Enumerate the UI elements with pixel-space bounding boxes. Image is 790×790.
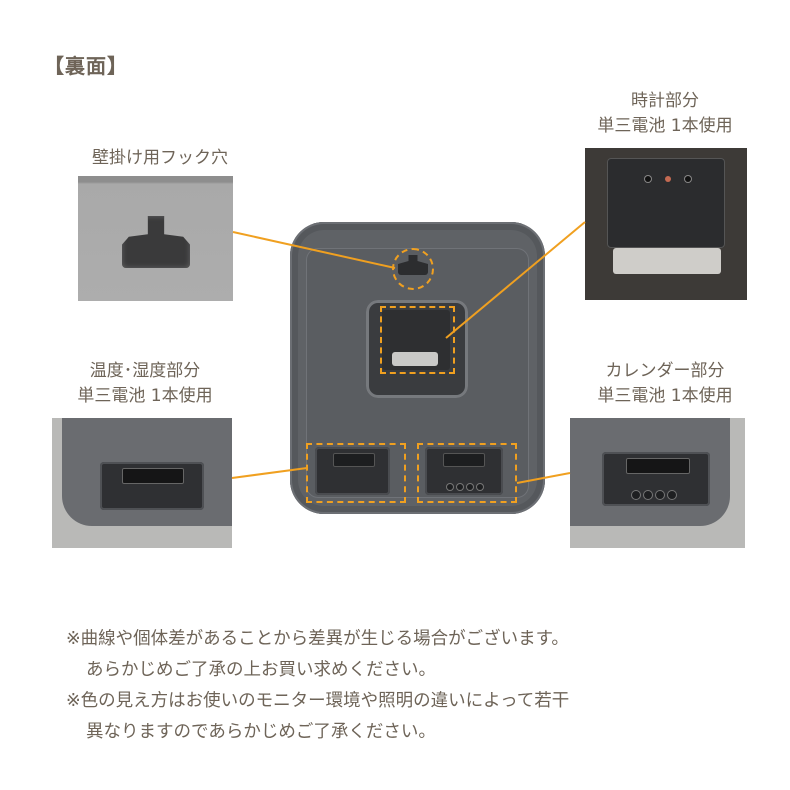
temp-humidity-title: 温度･湿度部分 <box>89 361 201 381</box>
button-icon <box>447 484 453 490</box>
button-icon <box>477 484 483 490</box>
reset-button-icon <box>645 176 651 182</box>
section-title: 【裏面】 <box>44 54 128 78</box>
movement-body <box>607 158 725 248</box>
temp-highlight <box>306 443 406 503</box>
up-button-icon <box>644 491 652 499</box>
battery-slot <box>333 453 375 467</box>
battery-slot <box>443 453 485 467</box>
clock-part-label: 時計部分 単三電池 1本使用 <box>560 89 770 139</box>
battery-slot <box>122 468 184 484</box>
temp-humidity-battery: 単三電池 1本使用 <box>77 386 213 406</box>
note-2-line-2: 異なりますのであらかじめご了承ください。 <box>86 722 436 742</box>
set-button-icon <box>632 491 640 499</box>
calendar-closeup-photo <box>570 418 745 548</box>
calendar-battery: 単三電池 1本使用 <box>597 386 733 406</box>
clock-part-title: 時計部分 <box>631 91 699 111</box>
calendar-buttons <box>445 475 485 494</box>
note-2-line-1: ※色の見え方はお使いのモニター環境や照明の違いによって若干 <box>66 691 570 711</box>
temp-battery-compartment <box>315 447 390 495</box>
hook-hole-closeup-photo <box>78 176 233 301</box>
battery-cover <box>613 248 721 274</box>
calendar-label: カレンダー部分 単三電池 1本使用 <box>560 359 770 409</box>
hook-hole-icon <box>122 216 190 268</box>
battery-slot <box>626 458 690 474</box>
calendar-battery-compartment <box>425 447 503 495</box>
temp-humidity-label: 温度･湿度部分 単三電池 1本使用 <box>40 359 250 409</box>
hook-hole-label: 壁掛け用フック穴 <box>60 146 260 171</box>
clock-part-battery: 単三電池 1本使用 <box>597 116 733 136</box>
button-icon <box>457 484 463 490</box>
calendar-highlight <box>417 443 517 503</box>
clock-battery-cover <box>392 352 438 366</box>
hook-highlight <box>392 248 434 290</box>
temp-humidity-closeup-photo <box>52 418 232 548</box>
clock-highlight <box>380 306 455 374</box>
reset-button-icon <box>668 491 676 499</box>
disclaimer-notes: ※曲線や個体差があることから差異が生じる場合がございます。 あらかじめご了承の上… <box>66 624 786 748</box>
led-indicator-icon <box>665 176 671 182</box>
calendar-buttons <box>630 484 678 503</box>
note-1-line-2: あらかじめご了承の上お買い求めください。 <box>86 660 436 680</box>
down-button-icon <box>656 491 664 499</box>
clock-movement-closeup-photo <box>585 148 747 300</box>
mode-button-icon <box>685 176 691 182</box>
calendar-title: カレンダー部分 <box>605 361 725 381</box>
hook-hole-label-text: 壁掛け用フック穴 <box>92 148 228 168</box>
button-icon <box>467 484 473 490</box>
note-1-line-1: ※曲線や個体差があることから差異が生じる場合がございます。 <box>66 629 569 649</box>
